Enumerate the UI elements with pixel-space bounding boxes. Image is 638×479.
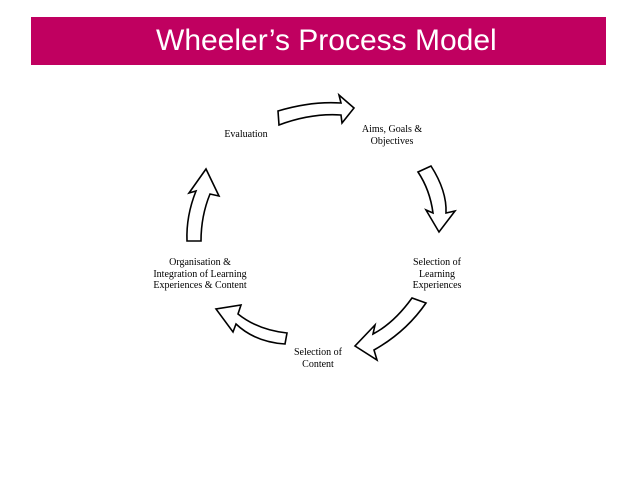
node-text-line: Content	[302, 358, 334, 370]
node-text-line: Experiences	[412, 280, 462, 291]
page-title: Wheeler’s Process Model	[156, 24, 497, 57]
arrow-experiences-to-content	[353, 297, 428, 362]
node-text-line: Integration of Learning	[153, 268, 247, 280]
title-banner: Wheeler’s Process Model	[31, 17, 606, 65]
node-selection-of-content: Selection of Content	[282, 347, 354, 370]
arrow-organisation-to-evaluation	[186, 167, 221, 242]
node-text-line: Aims, Goals &	[361, 124, 423, 135]
node-text-line: Selection of	[412, 257, 462, 268]
node-text-line: Selection of	[293, 347, 343, 358]
node-text-line: Evaluation	[224, 129, 268, 140]
node-selection-of-learning-experiences: Selection of Learning Experiences	[398, 257, 476, 292]
node-organisation-integration: Organisation & Integration of Learning E…	[140, 257, 260, 292]
node-text-line: Objectives	[370, 135, 414, 147]
node-aims-goals-objectives: Aims, Goals & Objectives	[349, 124, 435, 147]
arrow-content-to-organisation	[214, 304, 288, 345]
node-text-line: Experiences & Content	[153, 280, 247, 291]
node-text-line: Organisation &	[169, 257, 231, 268]
node-text-line: Learning	[418, 268, 456, 280]
node-evaluation: Evaluation	[210, 129, 282, 141]
arrow-evaluation-to-aims	[277, 92, 356, 127]
arrow-aims-to-experiences	[416, 164, 457, 234]
